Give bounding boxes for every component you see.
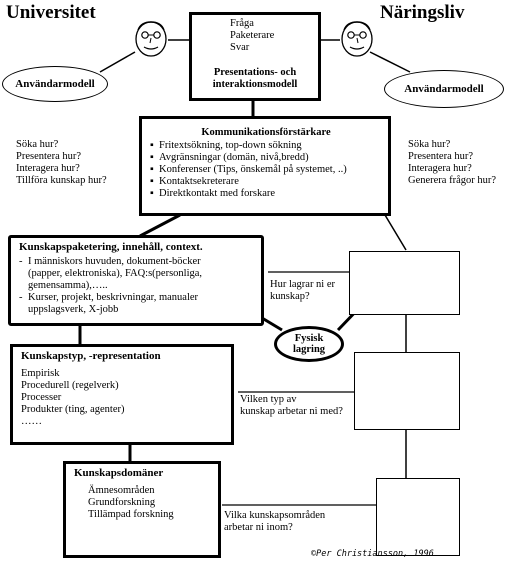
user-model-right: Användarmodell — [384, 70, 504, 108]
packaging-item: Kurser, projekt, beskrivningar, manualer… — [19, 292, 255, 316]
left-question: Presentera hur? — [16, 151, 82, 162]
packaging-item-line: Kurser, projekt, beskrivningar, manualer — [28, 292, 199, 303]
storage-question: Hur lagrar ni er kunskap? — [270, 279, 335, 303]
left-question: Interagera hur? — [16, 163, 80, 174]
communication-item: Avgränsningar (domän, nivå,bredd) — [150, 152, 382, 164]
communication-item: Kontaktsekreterare — [150, 176, 382, 188]
storage-answer-box[interactable] — [349, 251, 460, 315]
presentation-items: Fråga Paketerare Svar — [230, 18, 274, 54]
right-question: Söka hur? — [408, 139, 451, 150]
domain-question: Vilka kunskapsområden arbetar ni inom? — [224, 510, 325, 534]
knowledge-domain-box: Kunskapsdomäner Ämnesområden Grundforskn… — [63, 461, 221, 558]
domain-question-line: Vilka kunskapsområden — [224, 510, 326, 521]
physical-storage-node: Fysisk lagring — [274, 326, 344, 362]
domain-question-line: arbetar ni inom? — [224, 522, 293, 533]
knowledge-type-box: Kunskapstyp, -representation Empirisk Pr… — [10, 344, 234, 445]
packaging-item-line: gemensamma),….. — [28, 280, 108, 291]
presentation-title-line1: Presentations- och — [213, 67, 297, 78]
right-questions: Söka hur? Presentera hur? Interagera hur… — [408, 139, 496, 187]
domain-item: Tillämpad forskning — [88, 509, 174, 520]
domain-answer-box[interactable] — [376, 478, 460, 556]
physical-storage-line: lagring — [292, 344, 326, 355]
packaging-item-line: I människors huvuden, dokument-böcker — [28, 256, 201, 267]
packaging-item-line: uppslagsverk, X-jobb — [28, 304, 119, 315]
type-item: Empirisk — [21, 368, 60, 379]
type-question-line: Vilken typ av — [240, 394, 297, 405]
right-question: Interagera hur? — [408, 163, 472, 174]
type-answer-box[interactable] — [354, 352, 460, 430]
type-question-line: kunskap arbetar ni med? — [240, 406, 343, 417]
storage-question-line: kunskap? — [270, 291, 310, 302]
domain-item: Ämnesområden — [88, 485, 155, 496]
type-item: …… — [21, 416, 42, 427]
physical-storage-line: Fysisk — [294, 333, 324, 344]
type-title: Kunskapstyp, -representation — [21, 350, 161, 362]
face-left-icon — [135, 21, 167, 57]
communication-enhancer-box: Kommunikationsförstärkare Fritextsökning… — [139, 116, 391, 216]
presentation-item: Paketerare — [230, 30, 275, 41]
type-item: Processer — [21, 392, 62, 403]
packaging-title: Kunskapspaketering, innehåll, context. — [19, 241, 203, 253]
right-question: Presentera hur? — [408, 151, 474, 162]
left-questions: Söka hur? Presentera hur? Interagera hur… — [16, 139, 107, 187]
left-question: Söka hur? — [16, 139, 59, 150]
user-model-left-label: Användarmodell — [15, 78, 95, 90]
face-right-icon — [341, 21, 373, 57]
heading-universitet: Universitet — [6, 2, 96, 23]
presentation-item: Svar — [230, 42, 250, 53]
type-question: Vilken typ av kunskap arbetar ni med? — [240, 394, 343, 418]
storage-question-line: Hur lagrar ni er — [270, 279, 336, 290]
heading-naringsliv: Näringsliv — [380, 2, 465, 23]
communication-title: Kommunikationsförstärkare — [201, 127, 331, 138]
copyright-text: ©Per Christiansson, 1996 — [311, 549, 434, 559]
user-model-left: Användarmodell — [2, 66, 108, 102]
presentation-title-line2: interaktionsmodell — [212, 79, 298, 90]
type-item: Produkter (ting, agenter) — [21, 404, 125, 415]
right-question: Generera frågor hur? — [408, 175, 497, 186]
user-model-right-label: Användarmodell — [404, 83, 484, 95]
packaging-item-line: (papper, elektroniska), FAQ:s(personliga… — [28, 268, 203, 279]
presentation-interaction-box: Fråga Paketerare Svar Presentations- och… — [189, 12, 321, 101]
type-item: Procedurell (regelverk) — [21, 380, 119, 391]
packaging-item: I människors huvuden, dokument-böcker (p… — [19, 256, 255, 292]
communication-item: Fritextsökning, top-down sökning — [150, 140, 382, 152]
domain-item: Grundforskning — [88, 497, 156, 508]
communication-item: Direktkontakt med forskare — [150, 188, 382, 200]
knowledge-packaging-box: Kunskapspaketering, innehåll, context. I… — [8, 235, 264, 326]
communication-item: Konferenser (Tips, önskemål på systemet,… — [150, 164, 382, 176]
left-question: Tillföra kunskap hur? — [16, 175, 107, 186]
presentation-item: Fråga — [230, 18, 254, 29]
domain-title: Kunskapsdomäner — [74, 467, 164, 479]
